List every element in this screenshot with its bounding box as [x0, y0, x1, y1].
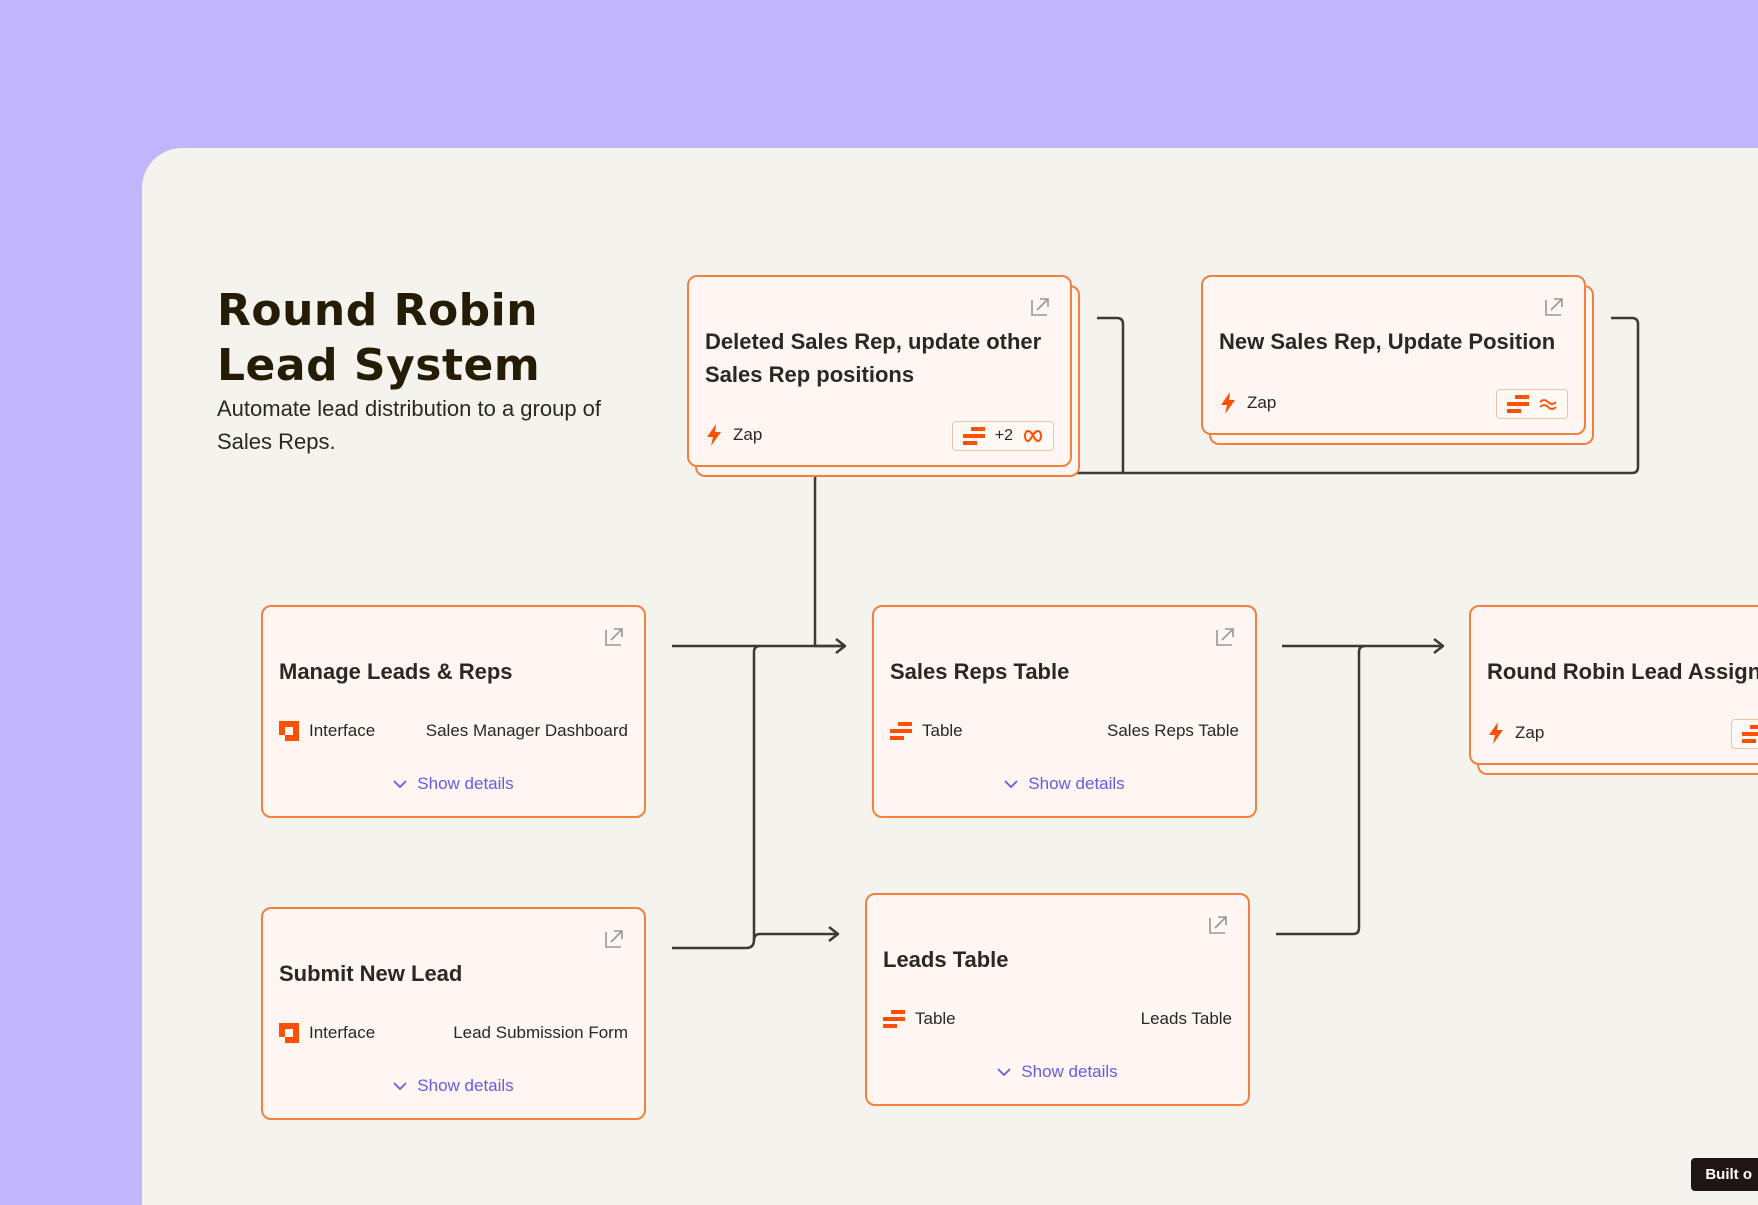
app-icons-group: +2 — [951, 421, 1054, 451]
arrow-head-leads — [828, 926, 840, 942]
show-details-label: Show details — [417, 1076, 514, 1095]
card-type-row: Zap — [1487, 721, 1544, 745]
card-title: Sales Reps Table — [890, 659, 1070, 684]
zap-icon — [1221, 392, 1235, 414]
connector-new-rep — [813, 316, 1640, 648]
show-details-button[interactable]: Show details — [867, 1062, 1248, 1082]
show-details-label: Show details — [1028, 774, 1125, 793]
table-icon — [962, 427, 985, 445]
card-type-row: Table Leads Table — [883, 1009, 1232, 1029]
card-type-row: Table Sales Reps Table — [890, 721, 1239, 741]
card-type-label: Zap — [1515, 723, 1545, 742]
connector-submit-to-leads — [672, 644, 761, 950]
connector-leads-out — [1276, 644, 1366, 936]
card-type-label: Interface — [309, 721, 376, 740]
card-resource-name: Sales Manager Dashboard — [425, 721, 628, 740]
table-icon — [1742, 725, 1758, 743]
page-subtitle: Automate lead distribution to a group of… — [217, 396, 602, 454]
app-icons-group — [1731, 719, 1758, 749]
workflow-canvas: Round Robin Lead System Automate lead di… — [142, 148, 1758, 1205]
show-details-label: Show details — [417, 774, 514, 793]
card-leads-table[interactable]: Leads Table Table Leads Table Show detai… — [865, 893, 1250, 1106]
table-icon — [890, 722, 912, 740]
show-details-button[interactable]: Show details — [263, 1076, 644, 1096]
app-count-badge: +2 — [994, 427, 1013, 444]
external-link-icon[interactable] — [1028, 295, 1052, 319]
table-icon — [883, 1010, 905, 1028]
show-details-label: Show details — [1021, 1062, 1118, 1081]
card-title: Manage Leads & Reps — [279, 659, 513, 684]
external-link-icon[interactable] — [602, 927, 626, 951]
card-submit-new-lead[interactable]: Submit New Lead Interface Lead Submissio… — [261, 907, 646, 1120]
card-sales-reps-table[interactable]: Sales Reps Table Table Sales Reps Table … — [872, 605, 1257, 818]
connector-deleted-rep — [1097, 316, 1125, 473]
card-title: Deleted Sales Rep, update other — [705, 329, 1042, 354]
card-manage-leads-reps[interactable]: Manage Leads & Reps Interface Sales Mana… — [261, 605, 646, 818]
loop-icon — [1024, 429, 1042, 443]
table-icon — [1507, 395, 1529, 413]
card-round-robin-lead-assignment[interactable]: Round Robin Lead Assignr Zap — [1469, 605, 1758, 765]
card-type-row: Zap — [705, 423, 762, 447]
zap-icon — [707, 424, 721, 446]
chevron-down-icon — [393, 1082, 407, 1091]
arrow-head-sales-reps — [835, 638, 847, 654]
formatter-icon — [1539, 399, 1557, 410]
chevron-down-icon — [393, 780, 407, 789]
card-type-row: Interface Lead Submission Form — [279, 1023, 628, 1043]
card-title: Leads Table — [883, 947, 1009, 972]
card-deleted-sales-rep[interactable]: Deleted Sales Rep, update other Sales Re… — [687, 275, 1072, 467]
card-resource-name: Sales Reps Table — [1107, 721, 1239, 740]
external-link-icon[interactable] — [602, 625, 626, 649]
interface-icon — [279, 1023, 299, 1043]
show-details-button[interactable]: Show details — [874, 774, 1255, 794]
arrow-head-round-robin — [1433, 638, 1445, 654]
card-type-label: Zap — [1247, 393, 1277, 412]
connector-lines — [672, 316, 1640, 950]
card-type-label: Interface — [309, 1023, 376, 1042]
card-title: New Sales Rep, Update Position — [1219, 329, 1556, 354]
card-title: Submit New Lead — [279, 961, 463, 986]
built-on-badge[interactable]: Built o — [1691, 1158, 1758, 1191]
card-resource-name: Leads Table — [1140, 1009, 1232, 1028]
page-title: Round Robin Lead System — [217, 285, 541, 391]
card-new-sales-rep[interactable]: New Sales Rep, Update Position Zap — [1201, 275, 1586, 435]
external-link-icon[interactable] — [1213, 625, 1237, 649]
connector-trunk-to-leads — [752, 932, 837, 941]
card-resource-name: Lead Submission Form — [453, 1023, 628, 1042]
card-title: Round Robin Lead Assignr — [1487, 659, 1758, 684]
card-type-label: Table — [915, 1009, 956, 1028]
card-title-line2: Sales Rep positions — [705, 362, 915, 387]
interface-icon — [279, 721, 299, 741]
external-link-icon[interactable] — [1542, 295, 1566, 319]
card-type-row: Zap — [1219, 391, 1276, 415]
card-type-row: Interface Sales Manager Dashboard — [279, 721, 628, 741]
chevron-down-icon — [1004, 780, 1018, 789]
zap-icon — [1489, 722, 1503, 744]
show-details-button[interactable]: Show details — [263, 774, 644, 794]
card-type-label: Table — [922, 721, 963, 740]
external-link-icon[interactable] — [1206, 913, 1230, 937]
card-type-label: Zap — [733, 425, 763, 444]
chevron-down-icon — [997, 1068, 1011, 1077]
app-icons-group — [1496, 389, 1568, 419]
